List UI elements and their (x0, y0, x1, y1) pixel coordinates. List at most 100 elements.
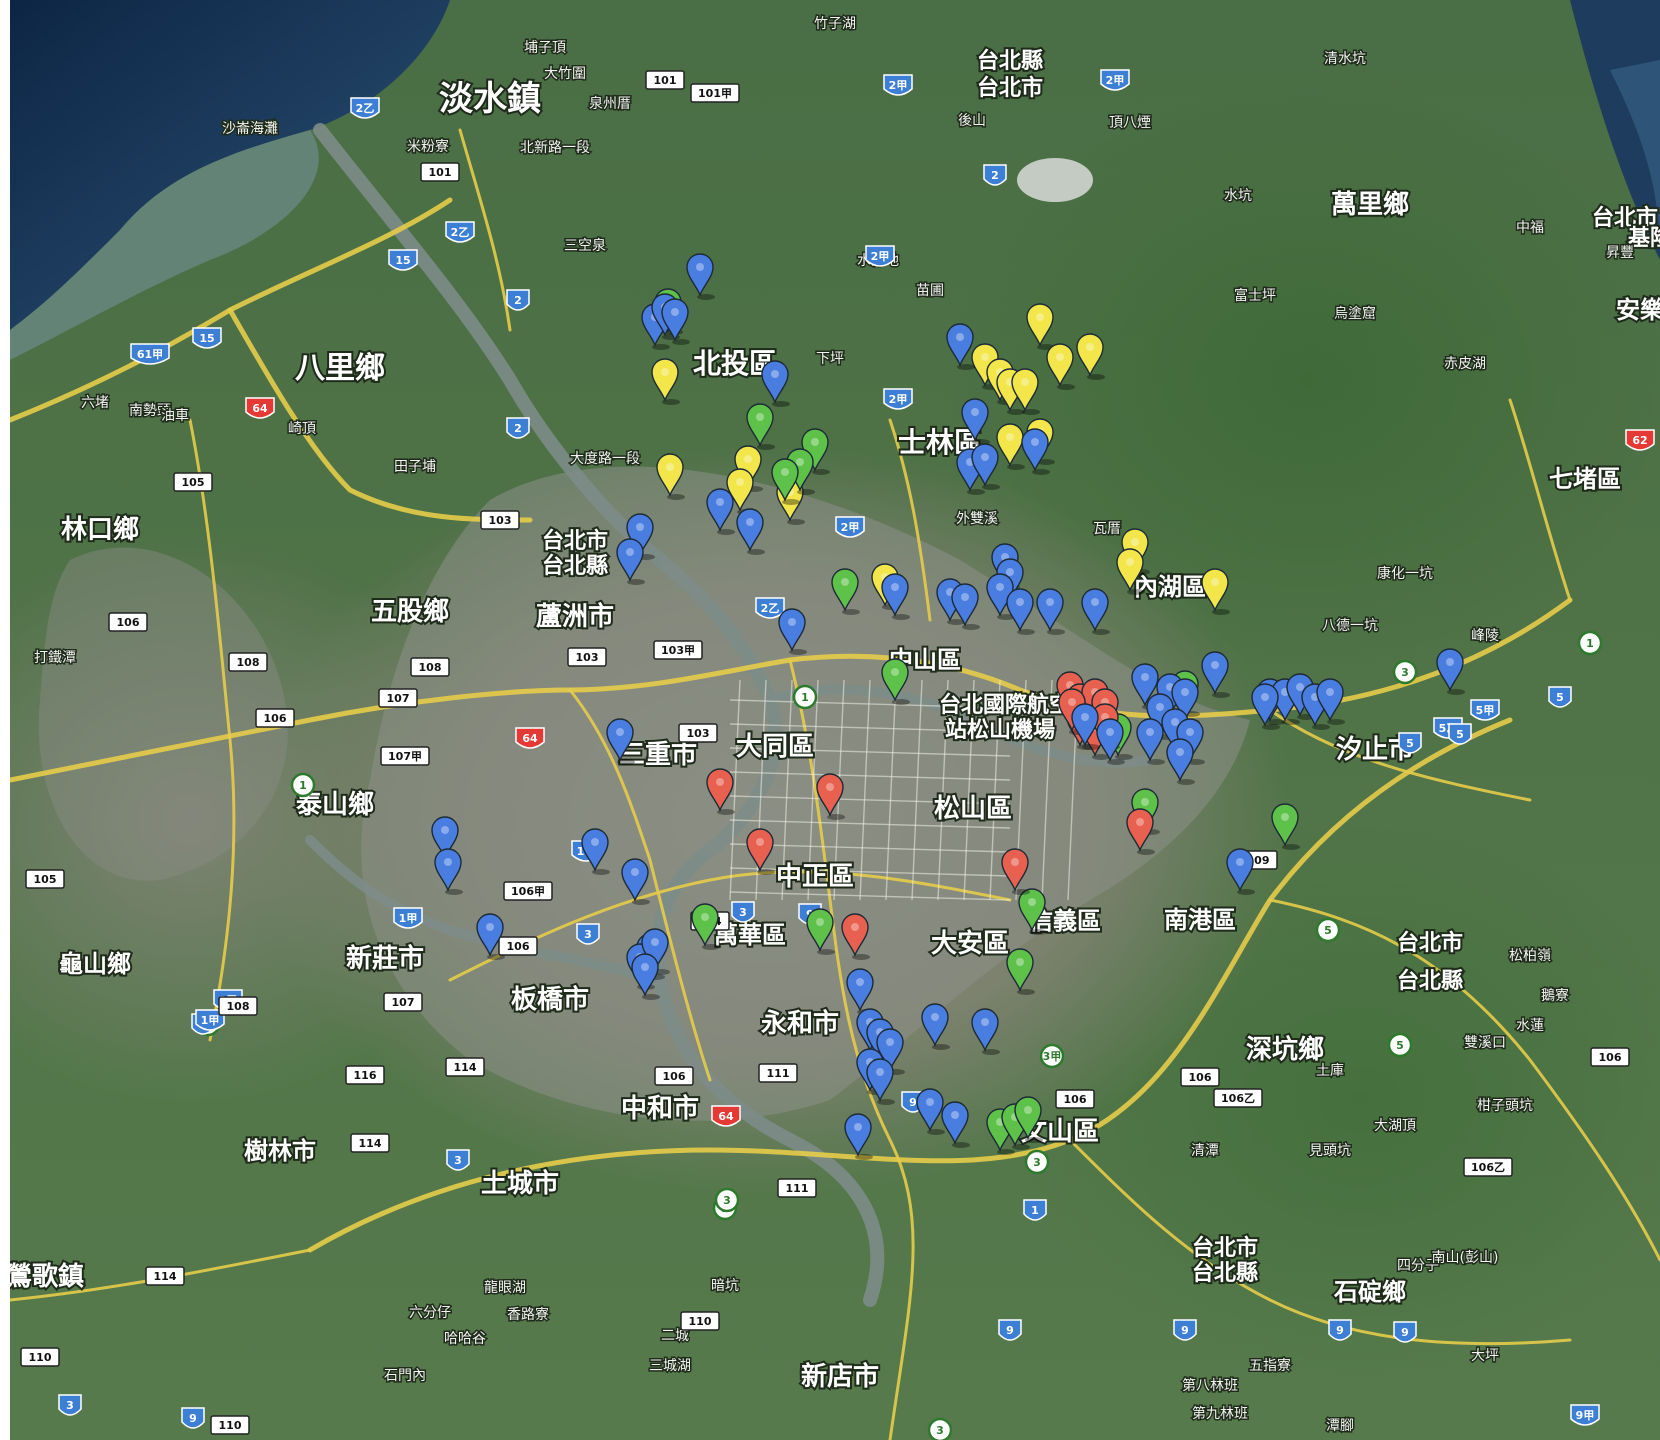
route-shield: 107甲 (380, 746, 430, 766)
map-pin-green[interactable] (806, 908, 835, 955)
svg-text:106: 106 (117, 616, 140, 629)
map-pin-blue[interactable] (971, 1008, 1000, 1055)
river-tamsui (313, 123, 885, 1307)
map-pin-red[interactable] (816, 773, 845, 820)
place-label: 清潭 (1191, 1142, 1219, 1159)
map-pin-green[interactable] (1006, 948, 1035, 995)
map-pin-red[interactable] (841, 913, 870, 960)
map-pin-green[interactable] (881, 658, 910, 705)
marker-layer[interactable] (10, 0, 1660, 1440)
route-shield: 106 (498, 936, 538, 956)
map-pin-blue[interactable] (1096, 718, 1125, 765)
map-pin-blue[interactable] (631, 953, 660, 1000)
place-label: 北新路一段 (520, 140, 590, 156)
map-pin-blue[interactable] (1006, 588, 1035, 635)
map-pin-yellow[interactable] (1046, 343, 1075, 390)
svg-text:2甲: 2甲 (889, 79, 908, 92)
map-pin-green[interactable] (1014, 1096, 1043, 1143)
map-pin-yellow[interactable] (1011, 368, 1040, 415)
map-pin-blue[interactable] (1316, 678, 1345, 725)
route-shield: 103 (678, 723, 718, 743)
svg-text:114: 114 (454, 1061, 477, 1074)
svg-text:1: 1 (801, 691, 809, 704)
map-pin-green[interactable] (746, 403, 775, 450)
street-line (963, 679, 975, 901)
place-label: 南山(彭山) (1432, 1250, 1499, 1266)
map-pin-yellow[interactable] (651, 358, 680, 405)
district-label: 土城市 (481, 1168, 559, 1199)
district-label: 三重市 (619, 739, 697, 770)
map-pin-blue[interactable] (844, 1113, 873, 1160)
map-pin-blue[interactable] (1036, 588, 1065, 635)
map-pin-blue[interactable] (1021, 428, 1050, 475)
map-pin-blue[interactable] (866, 1058, 895, 1105)
map-pin-blue[interactable] (1071, 703, 1100, 750)
map-pin-yellow[interactable] (656, 453, 685, 500)
map-pin-blue[interactable] (581, 828, 610, 875)
map-pin-blue[interactable] (1081, 588, 1110, 635)
place-label: 富士坪 (1234, 287, 1276, 304)
map-pin-green[interactable] (786, 448, 815, 495)
map-pin-blue[interactable] (778, 608, 807, 655)
map-pin-blue[interactable] (706, 488, 735, 535)
map-pin-blue[interactable] (916, 1088, 945, 1135)
map-pin-blue[interactable] (1166, 738, 1195, 785)
map-pin-red[interactable] (706, 768, 735, 815)
svg-text:101: 101 (654, 74, 677, 87)
map-pin-green[interactable] (1271, 803, 1300, 850)
map-pin-green[interactable] (1018, 888, 1047, 935)
map-pin-yellow[interactable] (996, 423, 1025, 470)
map-pin-blue[interactable] (736, 508, 765, 555)
map-pin-blue[interactable] (941, 1101, 970, 1148)
svg-text:2: 2 (991, 169, 999, 182)
map-pin-red[interactable] (1001, 848, 1030, 895)
map-pin-blue[interactable] (661, 298, 690, 345)
road-line (888, 418, 932, 622)
route-shield: 2甲 (835, 516, 865, 538)
map-pin-blue[interactable] (951, 583, 980, 630)
place-label: 埔子頂 (524, 40, 566, 56)
svg-text:3: 3 (454, 1154, 462, 1167)
place-label: 苗圃 (916, 283, 944, 299)
svg-text:2甲: 2甲 (889, 393, 908, 406)
map-pin-green[interactable] (771, 458, 800, 505)
district-label: 站松山機場 (945, 718, 1055, 743)
map-pin-blue[interactable] (686, 253, 715, 300)
place-label: 第九林班 (1192, 1405, 1248, 1422)
map-pin-yellow[interactable] (1076, 333, 1105, 380)
svg-text:15: 15 (199, 332, 214, 345)
map-pin-red[interactable] (746, 828, 775, 875)
map-pin-blue[interactable] (1201, 651, 1230, 698)
map-pin-blue[interactable] (1436, 648, 1465, 695)
map-pin-blue[interactable] (881, 573, 910, 620)
map-pin-yellow[interactable] (1201, 568, 1230, 615)
map-pin-blue[interactable] (1251, 683, 1280, 730)
svg-text:62: 62 (1632, 434, 1647, 447)
map-pin-blue[interactable] (846, 968, 875, 1015)
map-pin-blue[interactable] (1136, 718, 1165, 765)
map-pin-blue[interactable] (961, 398, 990, 445)
street-line (781, 679, 793, 901)
map-pin-green[interactable] (831, 568, 860, 615)
map-pin-blue[interactable] (434, 848, 463, 895)
map-pin-blue[interactable] (606, 718, 635, 765)
map-viewport[interactable]: 淡水鎮八里鄉北投區士林區萬里鄉林口鄉五股鄉蘆洲市台北市台北縣中山區台北國際航空站… (10, 0, 1660, 1440)
map-pin-blue[interactable] (616, 538, 645, 585)
map-pin-blue[interactable] (1226, 848, 1255, 895)
route-shield: 106 (1055, 1089, 1095, 1109)
map-pin-red[interactable] (1126, 808, 1155, 855)
map-pin-blue[interactable] (761, 360, 790, 407)
map-pin-blue[interactable] (621, 858, 650, 905)
map-pin-blue[interactable] (476, 913, 505, 960)
map-pin-yellow[interactable] (1026, 303, 1055, 350)
route-shield: 1 (1023, 1199, 1047, 1221)
map-pin-blue[interactable] (946, 323, 975, 370)
map-pin-yellow[interactable] (1116, 548, 1145, 595)
route-shield: 106 (108, 612, 148, 632)
route-shield: 3 (1024, 1149, 1050, 1175)
svg-text:105: 105 (34, 873, 57, 886)
map-pin-blue[interactable] (971, 443, 1000, 490)
map-pin-green[interactable] (691, 903, 720, 950)
map-pin-blue[interactable] (921, 1003, 950, 1050)
place-label: 田子埔 (394, 459, 436, 475)
